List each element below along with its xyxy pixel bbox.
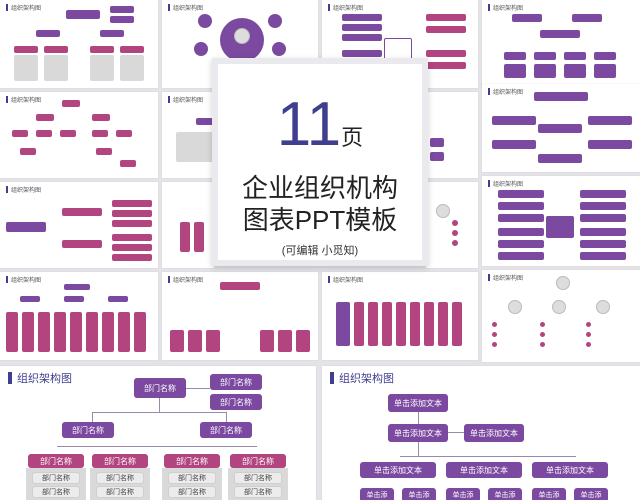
thumb-slide-4[interactable]: 组织架构图 — [482, 0, 640, 88]
slide-title: 组织架构图 — [6, 3, 41, 12]
thumb-slide-11[interactable] — [426, 182, 478, 268]
node-sub-4[interactable]: 部门名称 — [230, 454, 286, 468]
avatar — [234, 28, 250, 44]
thumb-slide-6[interactable]: 组织架构图 — [162, 92, 214, 178]
slide-title: 组织架构图 — [328, 275, 363, 284]
node-leaf[interactable]: 单击添 — [488, 488, 522, 500]
node-mid[interactable]: 单击添加文本 — [388, 424, 448, 442]
slide-title: 组织架构图 — [168, 95, 203, 104]
slide-title: 组织架构图 — [8, 370, 72, 386]
node-row-1[interactable]: 单击添加文本 — [360, 462, 436, 478]
slide-title: 组织架构图 — [488, 87, 523, 96]
slide-title: 组织架构图 — [168, 275, 203, 284]
slide-title: 组织架构图 — [488, 179, 523, 188]
node-sub-2[interactable]: 部门名称 — [92, 454, 148, 468]
gray-cell[interactable]: 部门名称 — [168, 472, 216, 484]
thumb-slide-15[interactable]: 组织架构图 — [322, 272, 478, 360]
thumb-slide-16[interactable]: 组织架构图 — [482, 270, 640, 362]
thumb-slide-14[interactable]: 组织架构图 — [162, 272, 318, 360]
node-right-1[interactable]: 部门名称 — [210, 374, 262, 390]
node-top[interactable]: 单击添加文本 — [388, 394, 448, 412]
cover-card: 11页 企业组织机构 图表PPT模板 (可编辑 小觅知) — [212, 58, 428, 266]
node-row-2[interactable]: 单击添加文本 — [446, 462, 522, 478]
page-count: 11页 — [276, 90, 364, 159]
thumb-slide-12[interactable]: 组织架构图 — [482, 176, 640, 266]
gray-cell[interactable]: 部门名称 — [32, 472, 80, 484]
node-top[interactable]: 部门名称 — [134, 378, 186, 398]
thumb-slide-1[interactable]: 组织架构图 — [0, 0, 158, 88]
node-leaf[interactable]: 单击添 — [574, 488, 608, 500]
gray-cell[interactable]: 部门名称 — [32, 486, 80, 498]
avatar — [508, 300, 522, 314]
node-sub-3[interactable]: 部门名称 — [164, 454, 220, 468]
cover-title-line2: 图表PPT模板 — [242, 205, 398, 235]
node-mid-left[interactable]: 部门名称 — [62, 422, 114, 438]
gray-cell[interactable]: 部门名称 — [96, 486, 144, 498]
slide-title: 组织架构图 — [488, 3, 523, 12]
preview-slide-right[interactable]: 组织架构图 单击添加文本 单击添加文本 单击添加文本 单击添加文本 单击添加文本… — [322, 366, 640, 500]
slide-title: 组织架构图 — [6, 185, 41, 194]
node-leaf[interactable]: 单击添 — [532, 488, 566, 500]
cover-title-line1: 企业组织机构 — [241, 173, 398, 203]
slide-title: 组织架构图 — [330, 370, 394, 386]
node-side[interactable]: 单击添加文本 — [464, 424, 524, 442]
node-sub-1[interactable]: 部门名称 — [28, 454, 84, 468]
cover-subtitle: (可编辑 小觅知) — [281, 245, 359, 257]
thumb-slide-10[interactable] — [162, 182, 214, 268]
gray-cell[interactable]: 部门名称 — [234, 472, 282, 484]
node-leaf[interactable]: 单击添 — [446, 488, 480, 500]
thumb-slide-5[interactable]: 组织架构图 — [0, 92, 158, 178]
gray-cell[interactable]: 部门名称 — [168, 486, 216, 498]
thumb-slide-8[interactable]: 组织架构图 — [482, 84, 640, 172]
node-leaf[interactable]: 单击添 — [402, 488, 436, 500]
slide-title: 组织架构图 — [488, 273, 523, 282]
slide-title: 组织架构图 — [6, 275, 41, 284]
node-leaf[interactable]: 单击添 — [360, 488, 394, 500]
thumb-slide-13[interactable]: 组织架构图 — [0, 272, 158, 360]
node-mid-right[interactable]: 部门名称 — [200, 422, 252, 438]
node-right-2[interactable]: 部门名称 — [210, 394, 262, 410]
gray-cell[interactable]: 部门名称 — [96, 472, 144, 484]
thumb-slide-9[interactable]: 组织架构图 — [0, 182, 158, 268]
avatar — [596, 300, 610, 314]
preview-slide-left[interactable]: 组织架构图 部门名称 部门名称 部门名称 部门名称 部门名称 部门名称 部门名称… — [0, 366, 316, 500]
slide-title: 组织架构图 — [328, 3, 363, 12]
slide-title: 组织架构图 — [6, 95, 41, 104]
node-row-3[interactable]: 单击添加文本 — [532, 462, 608, 478]
avatar — [556, 276, 570, 290]
thumb-slide-7[interactable] — [426, 92, 478, 178]
avatar — [552, 300, 566, 314]
gray-cell[interactable]: 部门名称 — [234, 486, 282, 498]
slide-title: 组织架构图 — [168, 3, 203, 12]
